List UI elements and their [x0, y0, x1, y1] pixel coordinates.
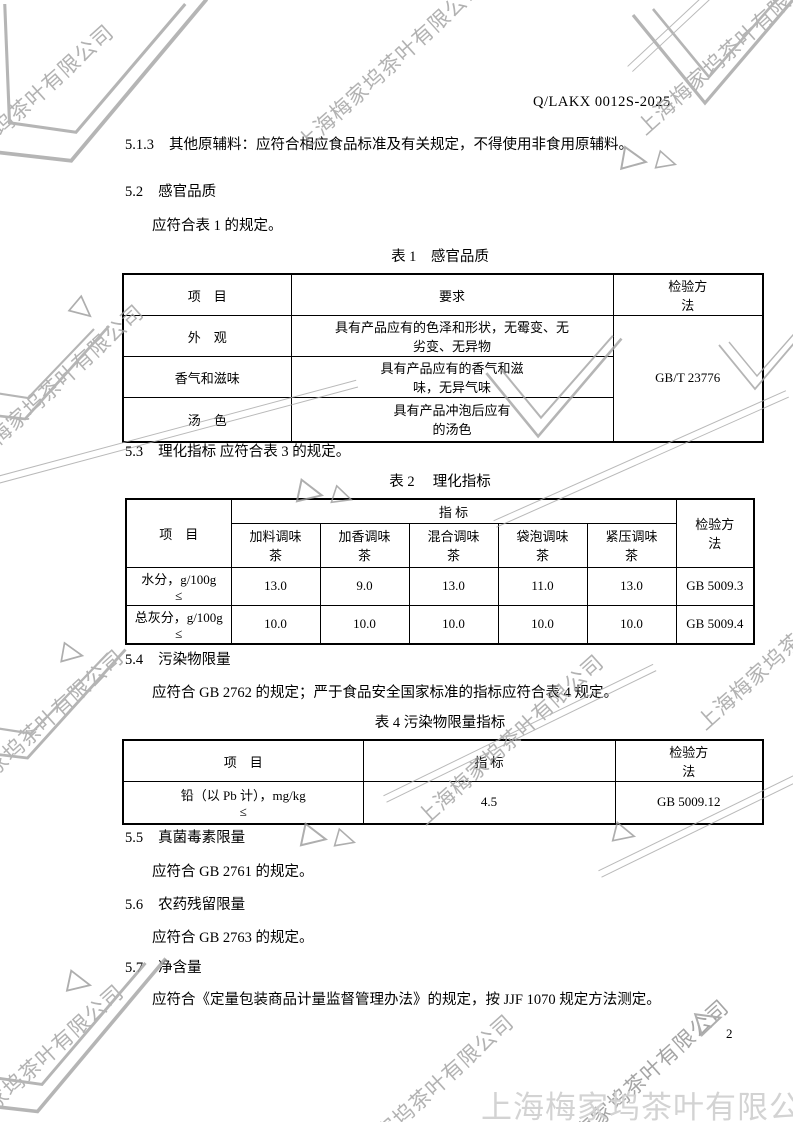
- cell-method: GB/T 23776: [612, 315, 764, 442]
- table-row: 外 观 具有产品应有的色泽和形状，无霉变、无 劣变、无异物 GB/T 23776: [122, 315, 764, 442]
- col-header-method: 检验方 法: [612, 273, 764, 316]
- section-5-5-heading: 5.5 真菌毒素限量: [125, 826, 245, 847]
- watermark-line: [627, 0, 772, 72]
- col-header-index-group: 指 标: [230, 498, 677, 524]
- col-header-index: 指 标: [362, 739, 616, 782]
- section-5-1-3: 5.1.3 其他原辅料：应符合相应食品标准及有关规定，不得使用非食用原辅料。: [125, 133, 633, 154]
- watermark-triangle-icon: [333, 827, 357, 847]
- watermark-triangle-icon: [60, 641, 85, 663]
- col-header-item: 项 目: [125, 498, 232, 568]
- table-row: 汤 色 具有产品冲泡后应有 的汤色: [122, 397, 763, 442]
- cell-requirement: 具有产品冲泡后应有 的汤色: [290, 397, 614, 442]
- cell-value: 13.0: [230, 566, 321, 606]
- col-header-requirement: 要求: [290, 273, 614, 316]
- section-number: 5.1.3: [125, 137, 154, 153]
- watermark-text: 上海梅家坞茶叶有限公司: [322, 1009, 519, 1122]
- watermark-text: 上海梅家坞茶叶有限公司: [632, 0, 793, 140]
- section-5-3: 5.3 理化指标 应符合表 3 的规定。: [125, 440, 350, 461]
- cell-value: 10.0: [497, 604, 588, 644]
- section-title: 污染物限量: [158, 652, 231, 668]
- col-header-method: 检验方 法: [675, 498, 755, 568]
- section-number: 5.6: [125, 897, 144, 913]
- watermark-text: 上海梅家坞茶叶有限公司: [0, 979, 129, 1122]
- col-header-tea-type: 加料调味 茶: [230, 522, 321, 568]
- cell-value: 13.0: [586, 566, 677, 606]
- cell-value: 9.0: [319, 566, 410, 606]
- table-row: 加料调味 茶 加香调味 茶 混合调味 茶 袋泡调味 茶 紧压调味 茶: [126, 522, 754, 568]
- col-header-method: 检验方 法: [614, 739, 764, 782]
- section-5-4-heading: 5.4 污染物限量: [125, 648, 231, 669]
- cell-value: 13.0: [408, 566, 499, 606]
- table2-caption: 表 2 理化指标: [389, 474, 491, 490]
- section-text: 理化指标 应符合表 3 的规定。: [158, 444, 351, 460]
- cell-requirement: 具有产品应有的香气和滋 味，无异气味: [290, 356, 614, 398]
- cell-item: 汤 色: [122, 397, 292, 442]
- cell-item: 香气和滋味: [122, 356, 292, 398]
- section-5-2-body: 应符合表 1 的规定。: [152, 218, 283, 234]
- watermark-text: 上海梅家坞茶叶有限公司: [537, 994, 734, 1122]
- table-row: 水分，g/100g ≤ 13.0 9.0 13.0 11.0 13.0 GB 5…: [125, 566, 755, 606]
- cell-value: 11.0: [497, 566, 588, 606]
- table1-caption: 表 1 感官品质: [391, 249, 489, 265]
- watermark-checkmark-icon: [0, 325, 111, 421]
- section-5-6-body: 应符合 GB 2763 的规定。: [152, 930, 314, 946]
- cell-value: 10.0: [230, 604, 321, 644]
- section-5-4-body: 应符合 GB 2762 的规定；严于食品安全国家标准的指标应符合表 4 规定。: [152, 685, 619, 701]
- table-row: 项 目 要求 检验方 法: [122, 273, 764, 316]
- col-header-tea-type: 混合调味 茶: [408, 522, 499, 568]
- watermark-triangle-icon: [654, 149, 678, 169]
- cell-item: 铅（以 Pb 计），mg/kg ≤: [122, 781, 364, 824]
- col-header-tea-type: 袋泡调味 茶: [497, 522, 588, 568]
- table-row: 项 目 指 标 检验方 法: [125, 498, 755, 568]
- section-text: 其他原辅料：应符合相应食品标准及有关规定，不得使用非食用原辅料。: [169, 137, 633, 153]
- watermark-triangle-icon: [693, 1013, 723, 1037]
- section-5-2-heading: 5.2 感官品质: [125, 180, 216, 201]
- table-row: 铅（以 Pb 计），mg/kg ≤ 4.5 GB 5009.12: [122, 781, 764, 824]
- cell-value: 10.0: [408, 604, 499, 644]
- watermark-text: 上海梅家坞茶叶有限公司: [0, 19, 119, 200]
- section-number: 5.5: [125, 830, 144, 846]
- section-number: 5.7: [125, 960, 144, 976]
- section-5-5-body: 应符合 GB 2761 的规定。: [152, 864, 314, 880]
- section-5-7-body: 应符合《定量包装商品计量监督管理办法》的规定，按 JJF 1070 规定方法测定…: [152, 992, 661, 1008]
- col-header-item: 项 目: [122, 739, 364, 782]
- col-header-item: 项 目: [122, 273, 292, 316]
- watermark-triangle-icon: [299, 821, 329, 847]
- table-contaminant-limits: 项 目 指 标 检验方 法 铅（以 Pb 计），mg/kg ≤ 4.5 GB 5…: [122, 739, 764, 825]
- table-row: 总灰分，g/100g ≤ 10.0 10.0 10.0 10.0 10.0 GB…: [125, 604, 755, 644]
- page-number: 2: [726, 1026, 733, 1041]
- section-title: 真菌毒素限量: [158, 830, 246, 846]
- section-title: 感官品质: [158, 184, 217, 200]
- cell-value: 10.0: [586, 604, 677, 644]
- watermark-triangle-icon: [67, 294, 92, 318]
- section-title: 净含量: [158, 960, 202, 976]
- doc-code: Q/LAKX 0012S-2025: [533, 94, 671, 110]
- section-title: 农药残留限量: [158, 897, 246, 913]
- table-physical-chemical: 项 目 指 标 检验方 法 加料调味 茶 加香调味 茶 混合调味 茶 袋泡调味 …: [125, 498, 756, 645]
- section-5-7-heading: 5.7 净含量: [125, 956, 202, 977]
- section-number: 5.4: [125, 652, 144, 668]
- col-header-tea-type: 紧压调味 茶: [586, 522, 677, 568]
- section-number: 5.2: [125, 184, 144, 200]
- table-row: 项 目 指 标 检验方 法: [122, 739, 764, 782]
- table4-caption: 表 4 污染物限量指标: [374, 715, 506, 731]
- cell-item: 总灰分，g/100g ≤: [125, 604, 232, 644]
- cell-method: GB 5009.3: [675, 566, 755, 606]
- watermark-checkmark-icon: [0, 648, 127, 760]
- section-5-6-heading: 5.6 农药残留限量: [125, 893, 245, 914]
- table-sensory-quality: 项 目 要求 检验方 法 外 观 具有产品应有的色泽和形状，无霉变、无 劣变、无…: [122, 273, 764, 443]
- col-header-tea-type: 加香调味 茶: [319, 522, 410, 568]
- watermark-bottom-text: 上海梅家坞茶叶有限公司: [481, 1090, 793, 1122]
- cell-method: GB 5009.4: [675, 604, 755, 644]
- cell-item: 水分，g/100g ≤: [125, 566, 232, 606]
- section-number: 5.3: [125, 444, 144, 460]
- cell-value: 4.5: [362, 781, 616, 824]
- cell-value: 10.0: [319, 604, 410, 644]
- cell-item: 外 观: [122, 315, 292, 357]
- watermark-text: 上海梅家坞茶叶有限公司: [0, 644, 129, 825]
- watermark-triangle-icon: [65, 969, 93, 992]
- cell-method: GB 5009.12: [614, 781, 764, 824]
- cell-requirement: 具有产品应有的色泽和形状，无霉变、无 劣变、无异物: [290, 315, 614, 357]
